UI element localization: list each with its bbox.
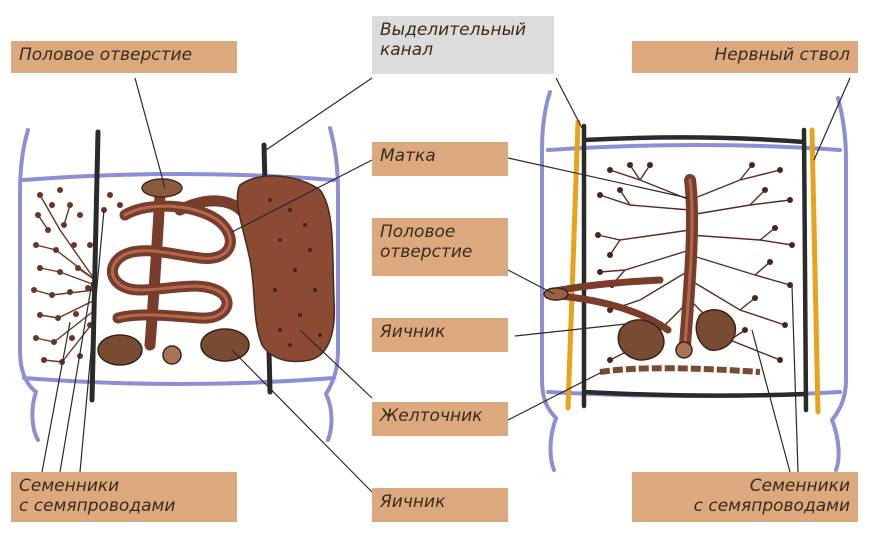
vitellarium-right xyxy=(599,365,761,375)
uterus-coils-highlight xyxy=(110,204,232,320)
genital-pore-left xyxy=(141,178,183,198)
ovary-right xyxy=(617,319,665,361)
label-ovary-mid: Яичник xyxy=(372,318,508,352)
leader-testes-left-3 xyxy=(79,209,105,473)
mature-proglottid xyxy=(18,126,340,442)
leader-excretory-right xyxy=(555,77,583,129)
label-excretory-canal: Выделительный канал xyxy=(372,16,554,74)
ovary-right-2 xyxy=(695,309,737,351)
ovary-lobe-left xyxy=(97,334,143,366)
label-nerve-cord: Нервный ствол xyxy=(632,41,858,73)
uterus-coils xyxy=(106,189,251,351)
ootype xyxy=(162,345,182,365)
leader-testes-left-2 xyxy=(59,281,93,473)
leader-ovary-mid xyxy=(514,323,627,337)
leader-uterus-left xyxy=(231,159,373,233)
leader-vitellarium-left xyxy=(299,329,373,399)
leader-nerve-cord xyxy=(813,77,851,161)
nerve-cord-left xyxy=(565,119,581,411)
mature-proglottid-outline xyxy=(18,126,340,442)
label-ovary-bottom: Яичник xyxy=(372,488,508,522)
ootype-right xyxy=(675,341,693,359)
vas-deferens-left xyxy=(33,194,96,363)
uterus-trunk-highlight xyxy=(683,178,694,347)
vitellarium-mass xyxy=(236,175,336,363)
leader-lines xyxy=(41,77,851,493)
nerve-cord-right xyxy=(809,127,821,415)
genital-pore-right xyxy=(543,287,569,301)
leader-testes-left-1 xyxy=(41,321,71,473)
label-uterus: Матка xyxy=(372,142,508,176)
leader-uterus-right xyxy=(507,157,689,199)
vitellarium-dots xyxy=(268,198,322,347)
leader-genital-pore-mid xyxy=(507,269,555,295)
excretory-canal-left-mature xyxy=(89,129,101,403)
label-testes-right: Семенники с семяпроводами xyxy=(632,472,858,522)
leader-excretory-left xyxy=(265,77,373,151)
label-testes-left: Семенники с семяпроводами xyxy=(11,472,237,522)
leader-genital-pore-left xyxy=(134,77,166,189)
label-vitellarium: Желточник xyxy=(372,402,508,436)
uterus-branches xyxy=(597,164,793,361)
excretory-frame xyxy=(581,123,809,413)
leader-testes-right-1 xyxy=(751,329,791,473)
label-genital-pore-mid: Половое отверстие xyxy=(372,218,508,276)
ovary-lobe-right xyxy=(200,328,250,362)
leader-vitellarium-right xyxy=(507,371,603,421)
label-genital-pore-left: Половое отверстие xyxy=(11,41,237,73)
leader-ovary-bottom xyxy=(231,349,373,493)
gravid-proglottid xyxy=(540,90,848,472)
leader-testes-right-2 xyxy=(791,285,799,473)
